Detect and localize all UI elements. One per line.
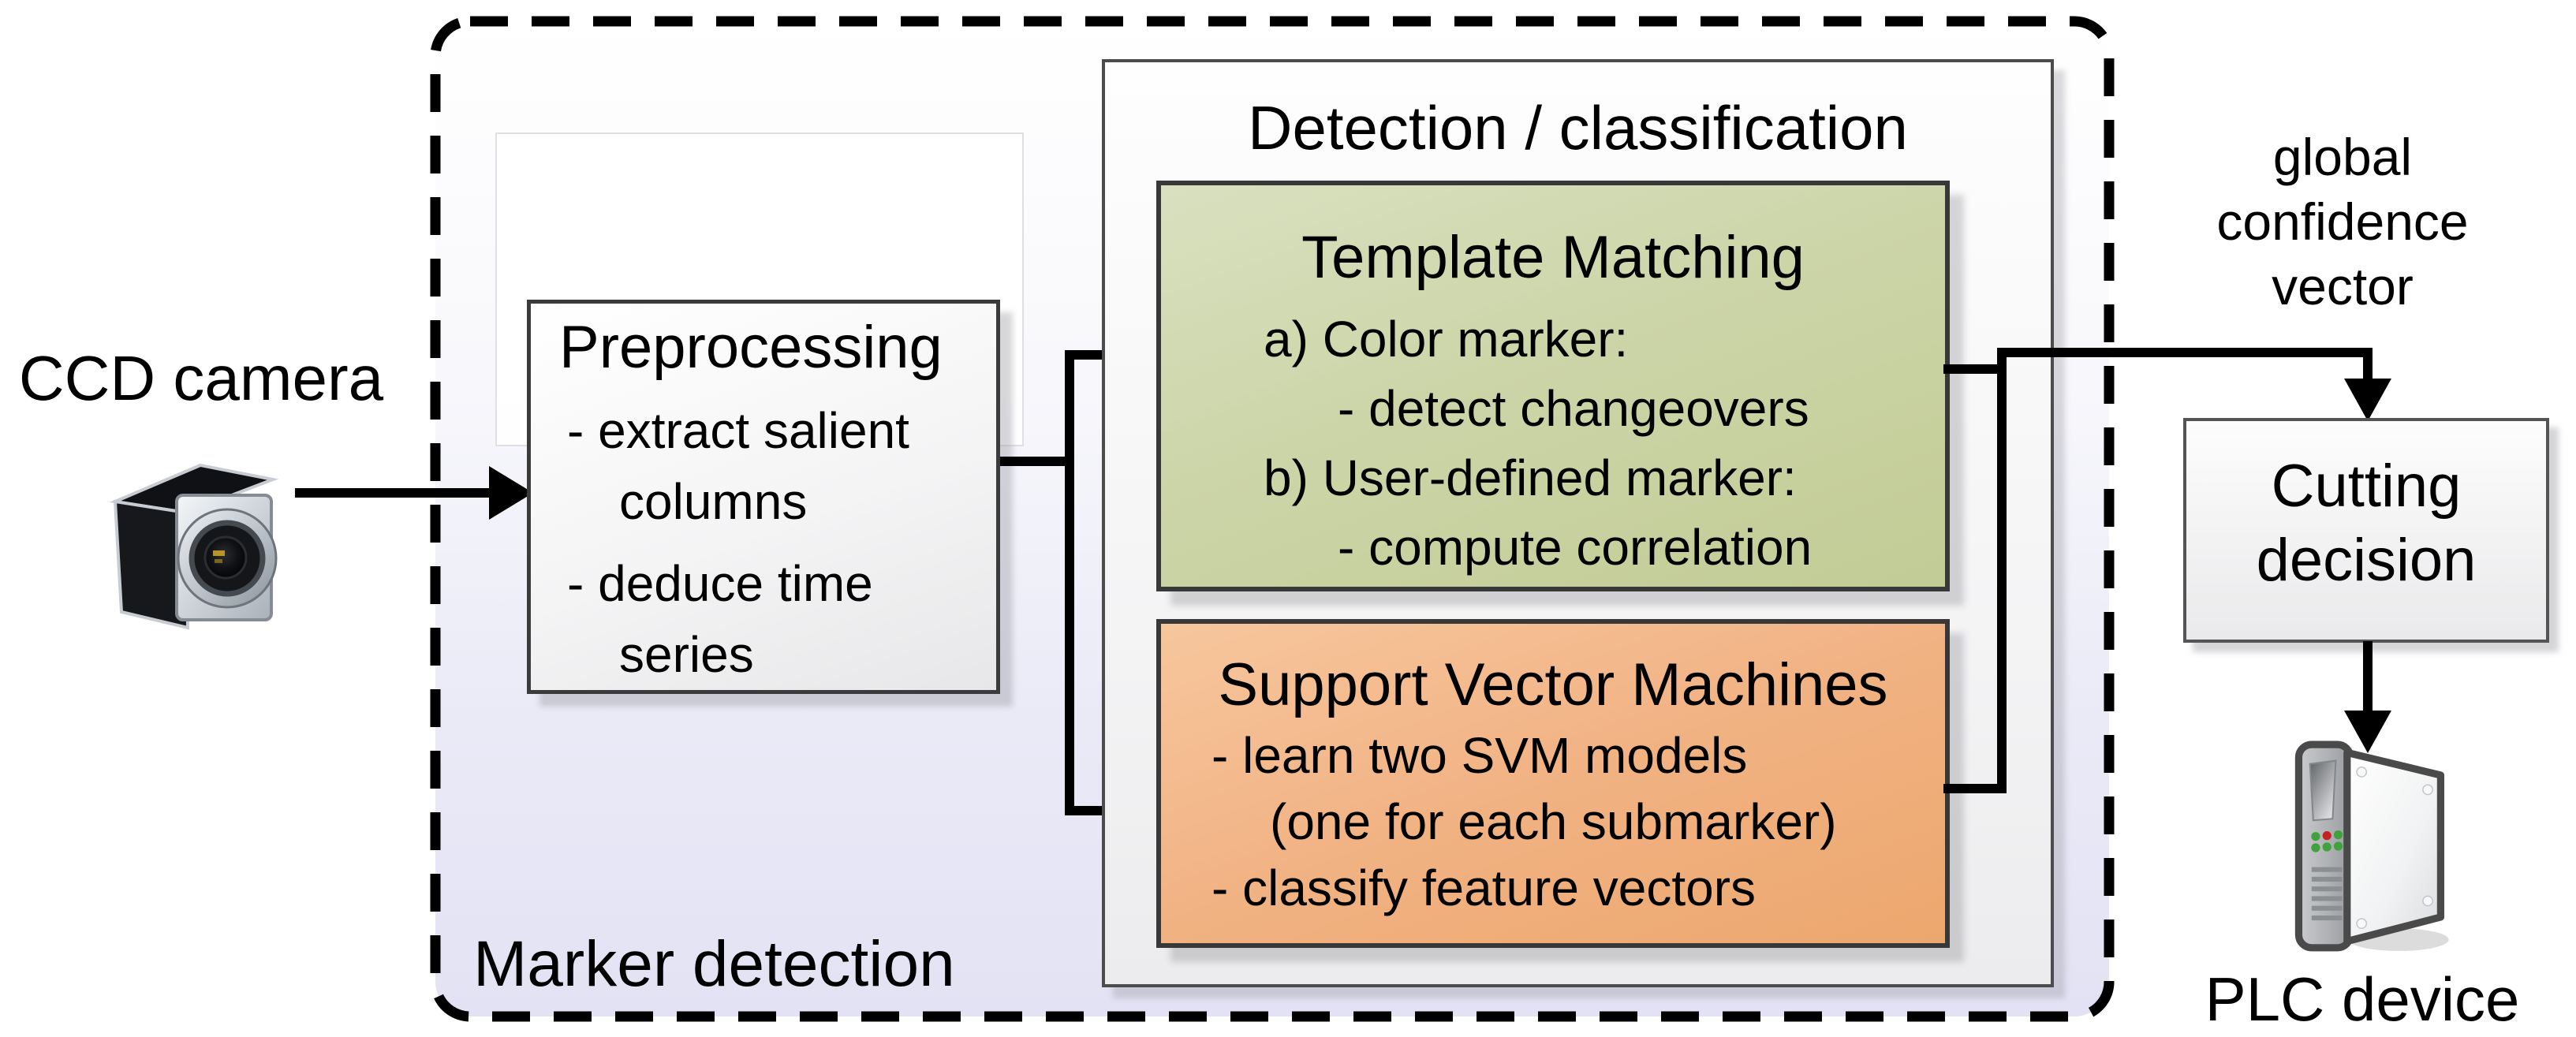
connector-confidence-line — [1997, 348, 2373, 357]
template-matching-item: a) Color marker: — [1264, 311, 1629, 367]
label-line: confidence — [2216, 192, 2469, 251]
connector-template-matching-out — [1943, 364, 2007, 374]
preprocessing-item: columns — [619, 473, 808, 530]
svm-box: Support Vector Machines - learn two SVM … — [1156, 619, 1950, 948]
connector-merge-vertical — [1997, 348, 2007, 793]
template-matching-title: Template Matching — [1301, 224, 1805, 291]
connector-down-to-cutting — [2363, 348, 2373, 384]
svm-title: Support Vector Machines — [1218, 651, 1888, 718]
preprocessing-item: series — [619, 626, 754, 683]
preprocessing-box: Preprocessing - extract salient columns … — [527, 300, 1000, 694]
preprocessing-item: - extract salient — [567, 402, 909, 459]
arrowhead-into-cutting-decision — [2344, 379, 2391, 421]
arrowhead-into-plc — [2344, 711, 2391, 753]
marker-detection-label: Marker detection — [473, 928, 955, 1000]
connector-fork-top — [1065, 350, 1112, 360]
label-line: vector — [2272, 257, 2414, 315]
connector-cutting-to-plc — [2363, 641, 2373, 716]
connector-fork-bottom — [1065, 806, 1112, 815]
svm-item: - learn two SVM models — [1211, 727, 1748, 784]
detection-classification-title: Detection / classification — [1248, 93, 1908, 162]
cutting-decision-box: Cutting decision — [2183, 418, 2549, 643]
cutting-decision-line: decision — [2256, 527, 2477, 594]
cutting-decision-line: Cutting — [2271, 453, 2462, 520]
ccd-camera-icon — [109, 463, 279, 630]
connector-svm-out — [1943, 784, 2007, 793]
global-confidence-vector-label: global confidence vector — [2145, 125, 2540, 319]
arrowhead-into-preprocessing — [489, 466, 533, 520]
plc-device-icon — [2294, 740, 2449, 952]
svm-item: - classify feature vectors — [1211, 860, 1756, 916]
ccd-camera-label: CCD camera — [18, 343, 384, 413]
template-matching-box: Template Matching a) Color marker: - det… — [1156, 181, 1950, 591]
preprocessing-item: - deduce time — [567, 555, 873, 612]
connector-camera-to-preprocessing — [295, 488, 492, 498]
plc-device-label: PLC device — [2205, 964, 2520, 1034]
label-line: global — [2272, 128, 2413, 186]
preprocessing-title: Preprocessing — [559, 314, 943, 381]
svm-item: (one for each submarker) — [1270, 793, 1837, 850]
detection-classification-box: Detection / classification Template Matc… — [1102, 59, 2054, 987]
connector-preprocessing-out — [1000, 457, 1073, 466]
template-matching-item: - detect changeovers — [1338, 380, 1809, 437]
template-matching-item: - compute correlation — [1338, 519, 1813, 576]
template-matching-item: b) User-defined marker: — [1264, 449, 1797, 506]
connector-fork-vertical — [1065, 350, 1074, 815]
